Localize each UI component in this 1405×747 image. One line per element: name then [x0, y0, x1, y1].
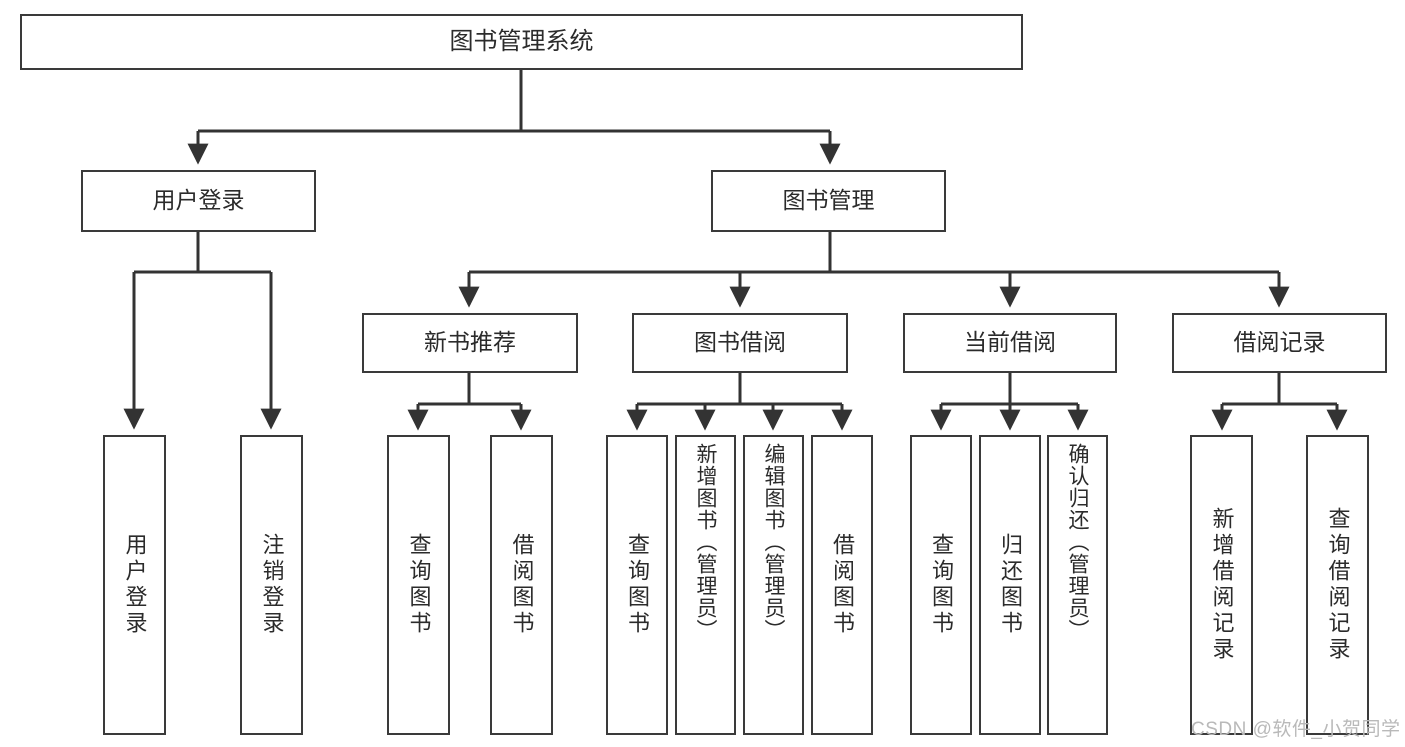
node-root-book-management-system[interactable]: 图书管理系统: [20, 14, 1023, 70]
leaf-confirm-return[interactable]: 确认归还（管理员）: [1047, 435, 1108, 735]
node-root-label: 图书管理系统: [449, 27, 594, 55]
node-new-book-recommend[interactable]: 新书推荐: [362, 313, 578, 373]
leaf-add-book-label: 新增图书（管理员）: [694, 443, 717, 641]
leaf-borrow-book-1-label: 借阅图书: [509, 533, 535, 637]
leaf-query-book-1-label: 查询图书: [406, 533, 432, 637]
leaf-add-record[interactable]: 新增借阅记录: [1190, 435, 1253, 735]
leaf-return-book[interactable]: 归还图书: [979, 435, 1041, 735]
leaf-query-record[interactable]: 查询借阅记录: [1306, 435, 1369, 735]
leaf-add-book[interactable]: 新增图书（管理员）: [675, 435, 736, 735]
node-borrow-record-label: 借阅记录: [1233, 329, 1326, 356]
csdn-watermark: CSDN @软件_小贺同学: [1191, 719, 1401, 740]
leaf-user-login-label: 用户登录: [122, 533, 148, 637]
leaf-query-book-3-label: 查询图书: [929, 533, 954, 637]
leaf-edit-book-label: 编辑图书（管理员）: [762, 443, 785, 641]
node-user-login[interactable]: 用户登录: [81, 170, 316, 232]
leaf-query-record-label: 查询借阅记录: [1325, 507, 1351, 663]
node-borrow-record[interactable]: 借阅记录: [1172, 313, 1387, 373]
leaf-borrow-book-2-label: 借阅图书: [830, 533, 855, 637]
node-new-book-recommend-label: 新书推荐: [424, 329, 516, 356]
node-current-borrow[interactable]: 当前借阅: [903, 313, 1117, 373]
leaf-edit-book[interactable]: 编辑图书（管理员）: [743, 435, 804, 735]
node-book-borrow-label: 图书借阅: [694, 329, 786, 356]
node-current-borrow-label: 当前借阅: [964, 329, 1056, 356]
leaf-query-book-1[interactable]: 查询图书: [387, 435, 450, 735]
leaf-query-book-3[interactable]: 查询图书: [910, 435, 972, 735]
node-book-manage-label: 图书管理: [782, 187, 875, 214]
node-book-manage[interactable]: 图书管理: [711, 170, 946, 232]
leaf-query-book-2-label: 查询图书: [625, 533, 650, 637]
leaf-return-book-label: 归还图书: [998, 533, 1023, 637]
leaf-logout-label: 注销登录: [259, 533, 285, 637]
leaf-borrow-book-1[interactable]: 借阅图书: [490, 435, 553, 735]
node-user-login-label: 用户登录: [152, 187, 245, 214]
leaf-query-book-2[interactable]: 查询图书: [606, 435, 668, 735]
leaf-confirm-return-label: 确认归还（管理员）: [1066, 443, 1089, 641]
node-book-borrow[interactable]: 图书借阅: [632, 313, 848, 373]
leaf-logout[interactable]: 注销登录: [240, 435, 303, 735]
leaf-add-record-label: 新增借阅记录: [1209, 507, 1235, 663]
leaf-user-login[interactable]: 用户登录: [103, 435, 166, 735]
leaf-borrow-book-2[interactable]: 借阅图书: [811, 435, 873, 735]
